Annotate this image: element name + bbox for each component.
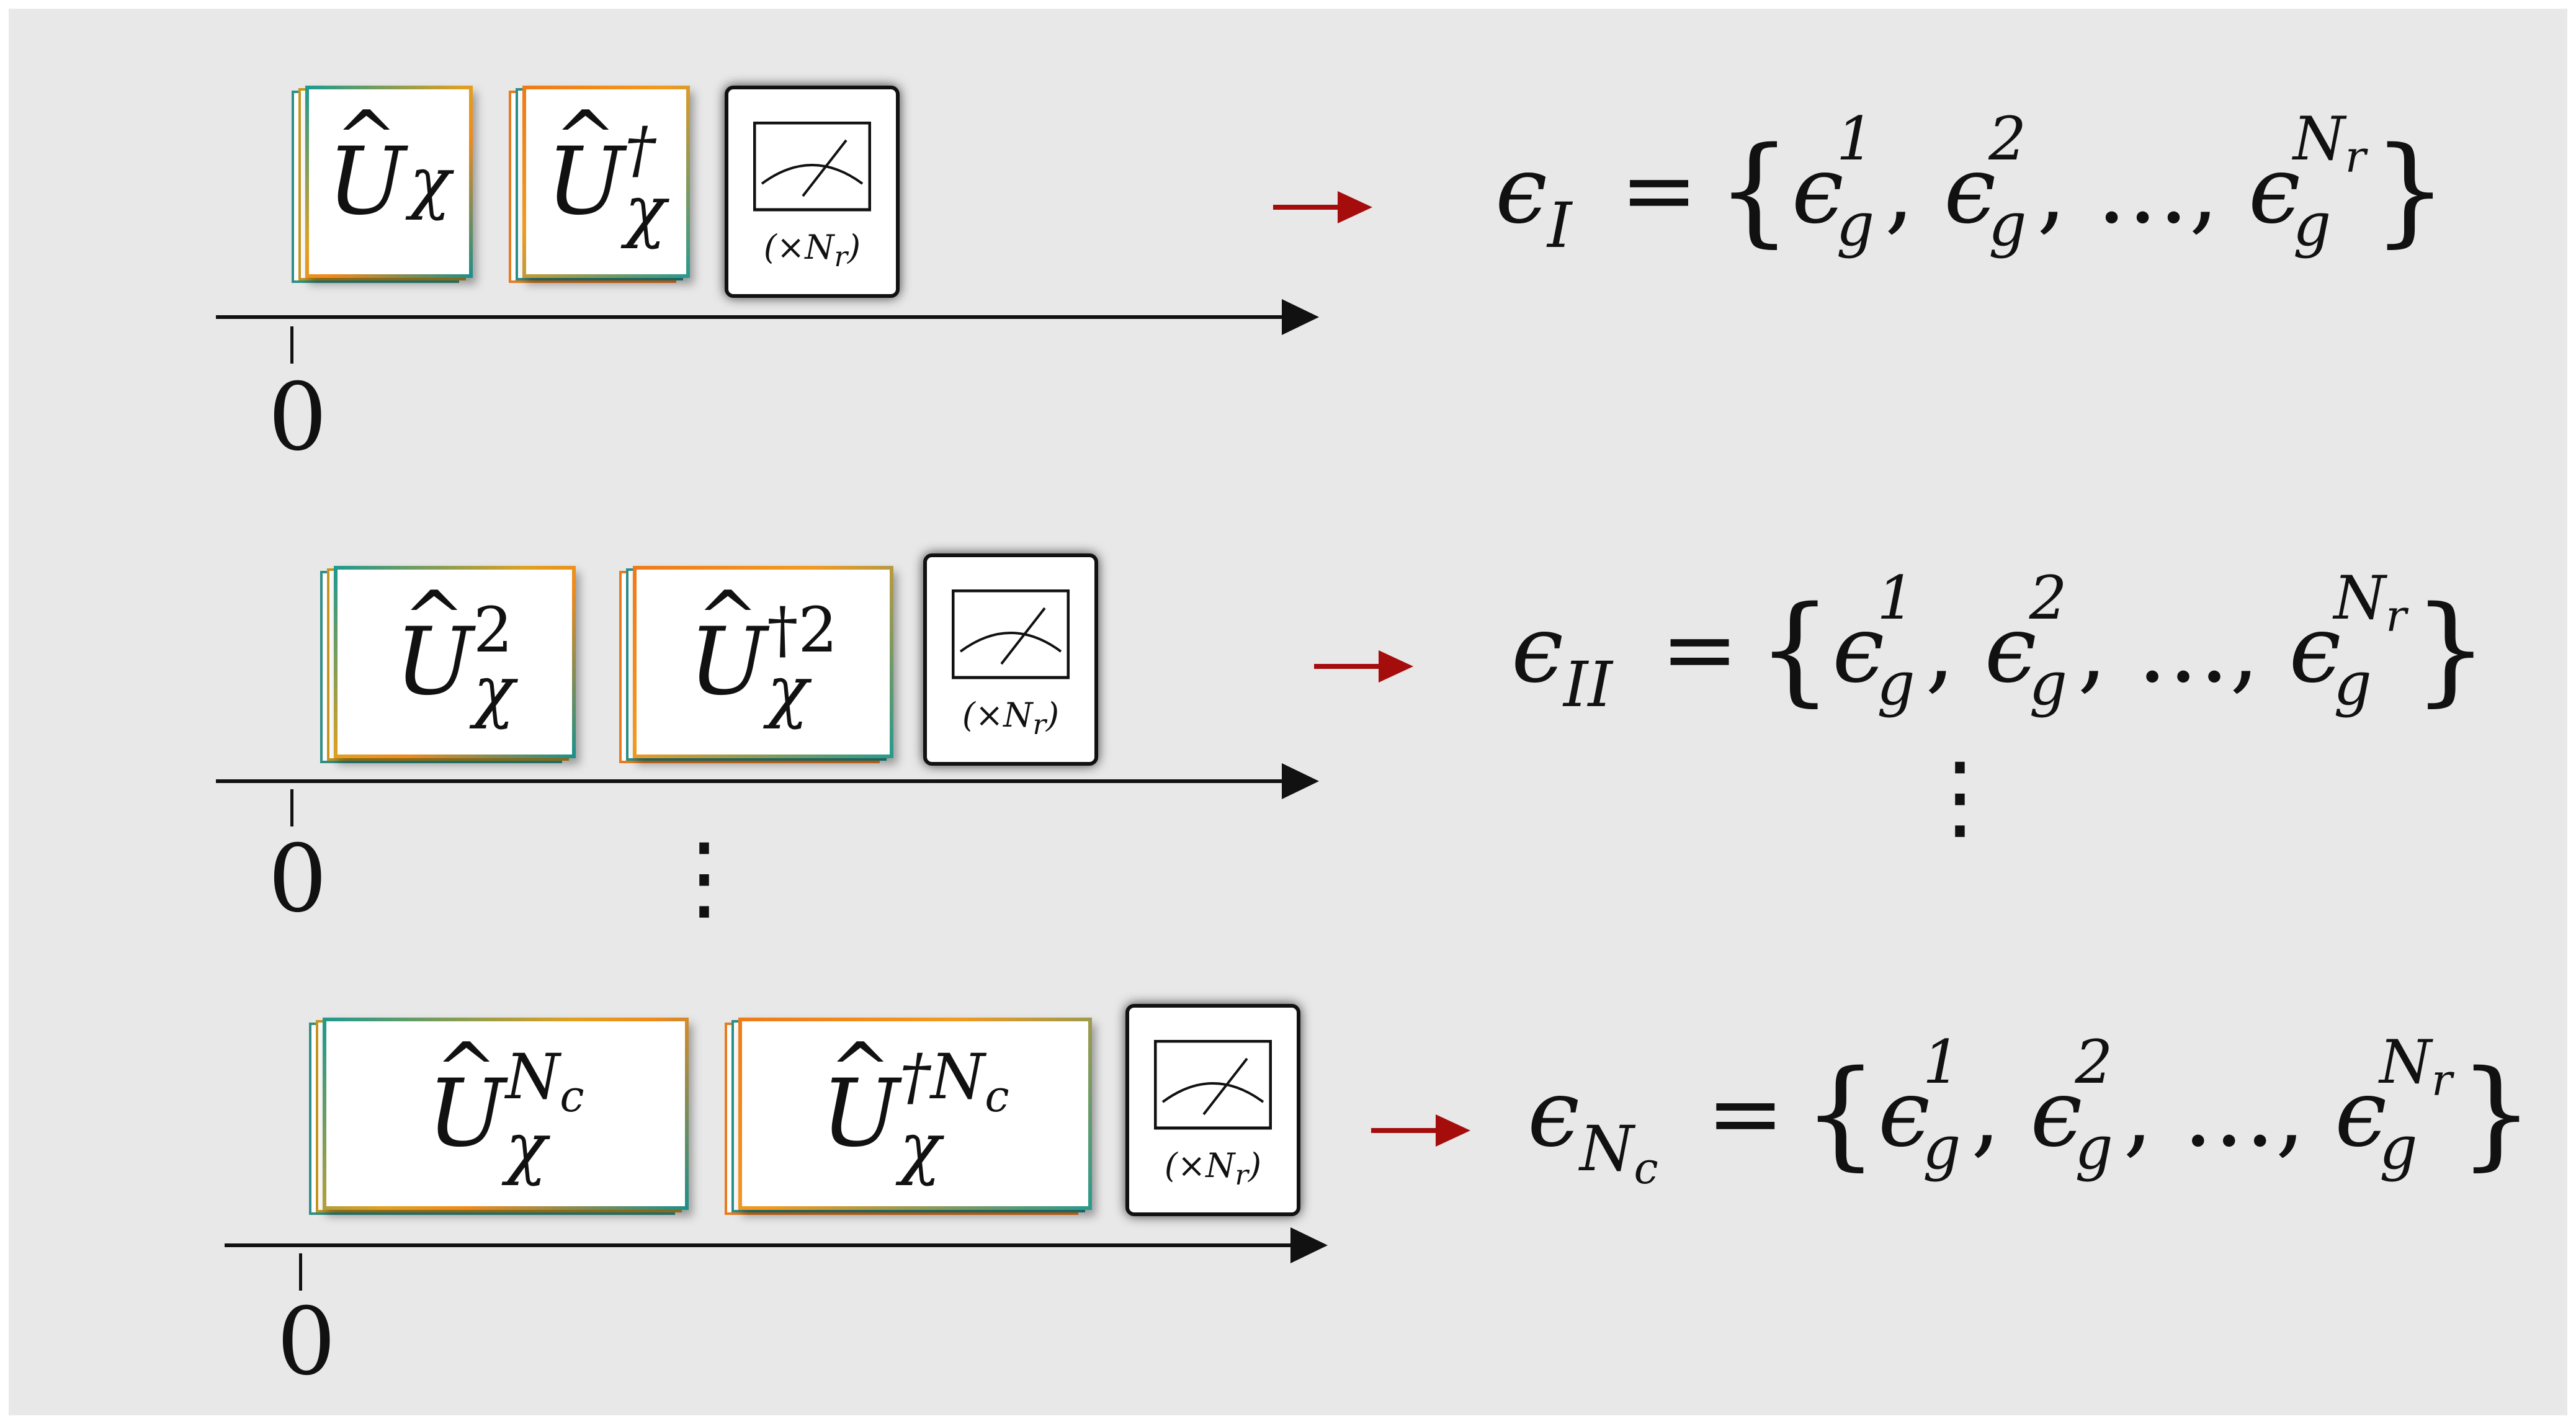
measurement-meter-3: (×Nr) [1125,1004,1300,1216]
time-axis-1 [216,299,1319,335]
axis-zero-label-1: 0 [268,364,328,472]
axis-zero-label-2: 0 [268,825,328,933]
axis-origin-tick-1 [290,326,293,364]
axis-origin-tick-3 [299,1253,302,1291]
rows-ellipsis-left: ⋮ [658,831,751,924]
result-arrow-1 [1273,191,1372,223]
axis-zero-label-3: 0 [277,1288,336,1396]
axis-origin-tick-2 [290,789,293,826]
measurement-meter-1: (×Nr) [725,86,900,298]
result-arrow-3 [1371,1114,1470,1147]
time-axis-2 [216,763,1319,799]
result-arrow-2 [1314,650,1413,683]
measurement-meter-2: (×Nr) [923,553,1098,766]
gate-u-dagger-chi: ^U†χ [509,86,690,283]
results-ellipsis: ⋮ [1913,750,2006,843]
time-axis-3 [225,1227,1328,1263]
